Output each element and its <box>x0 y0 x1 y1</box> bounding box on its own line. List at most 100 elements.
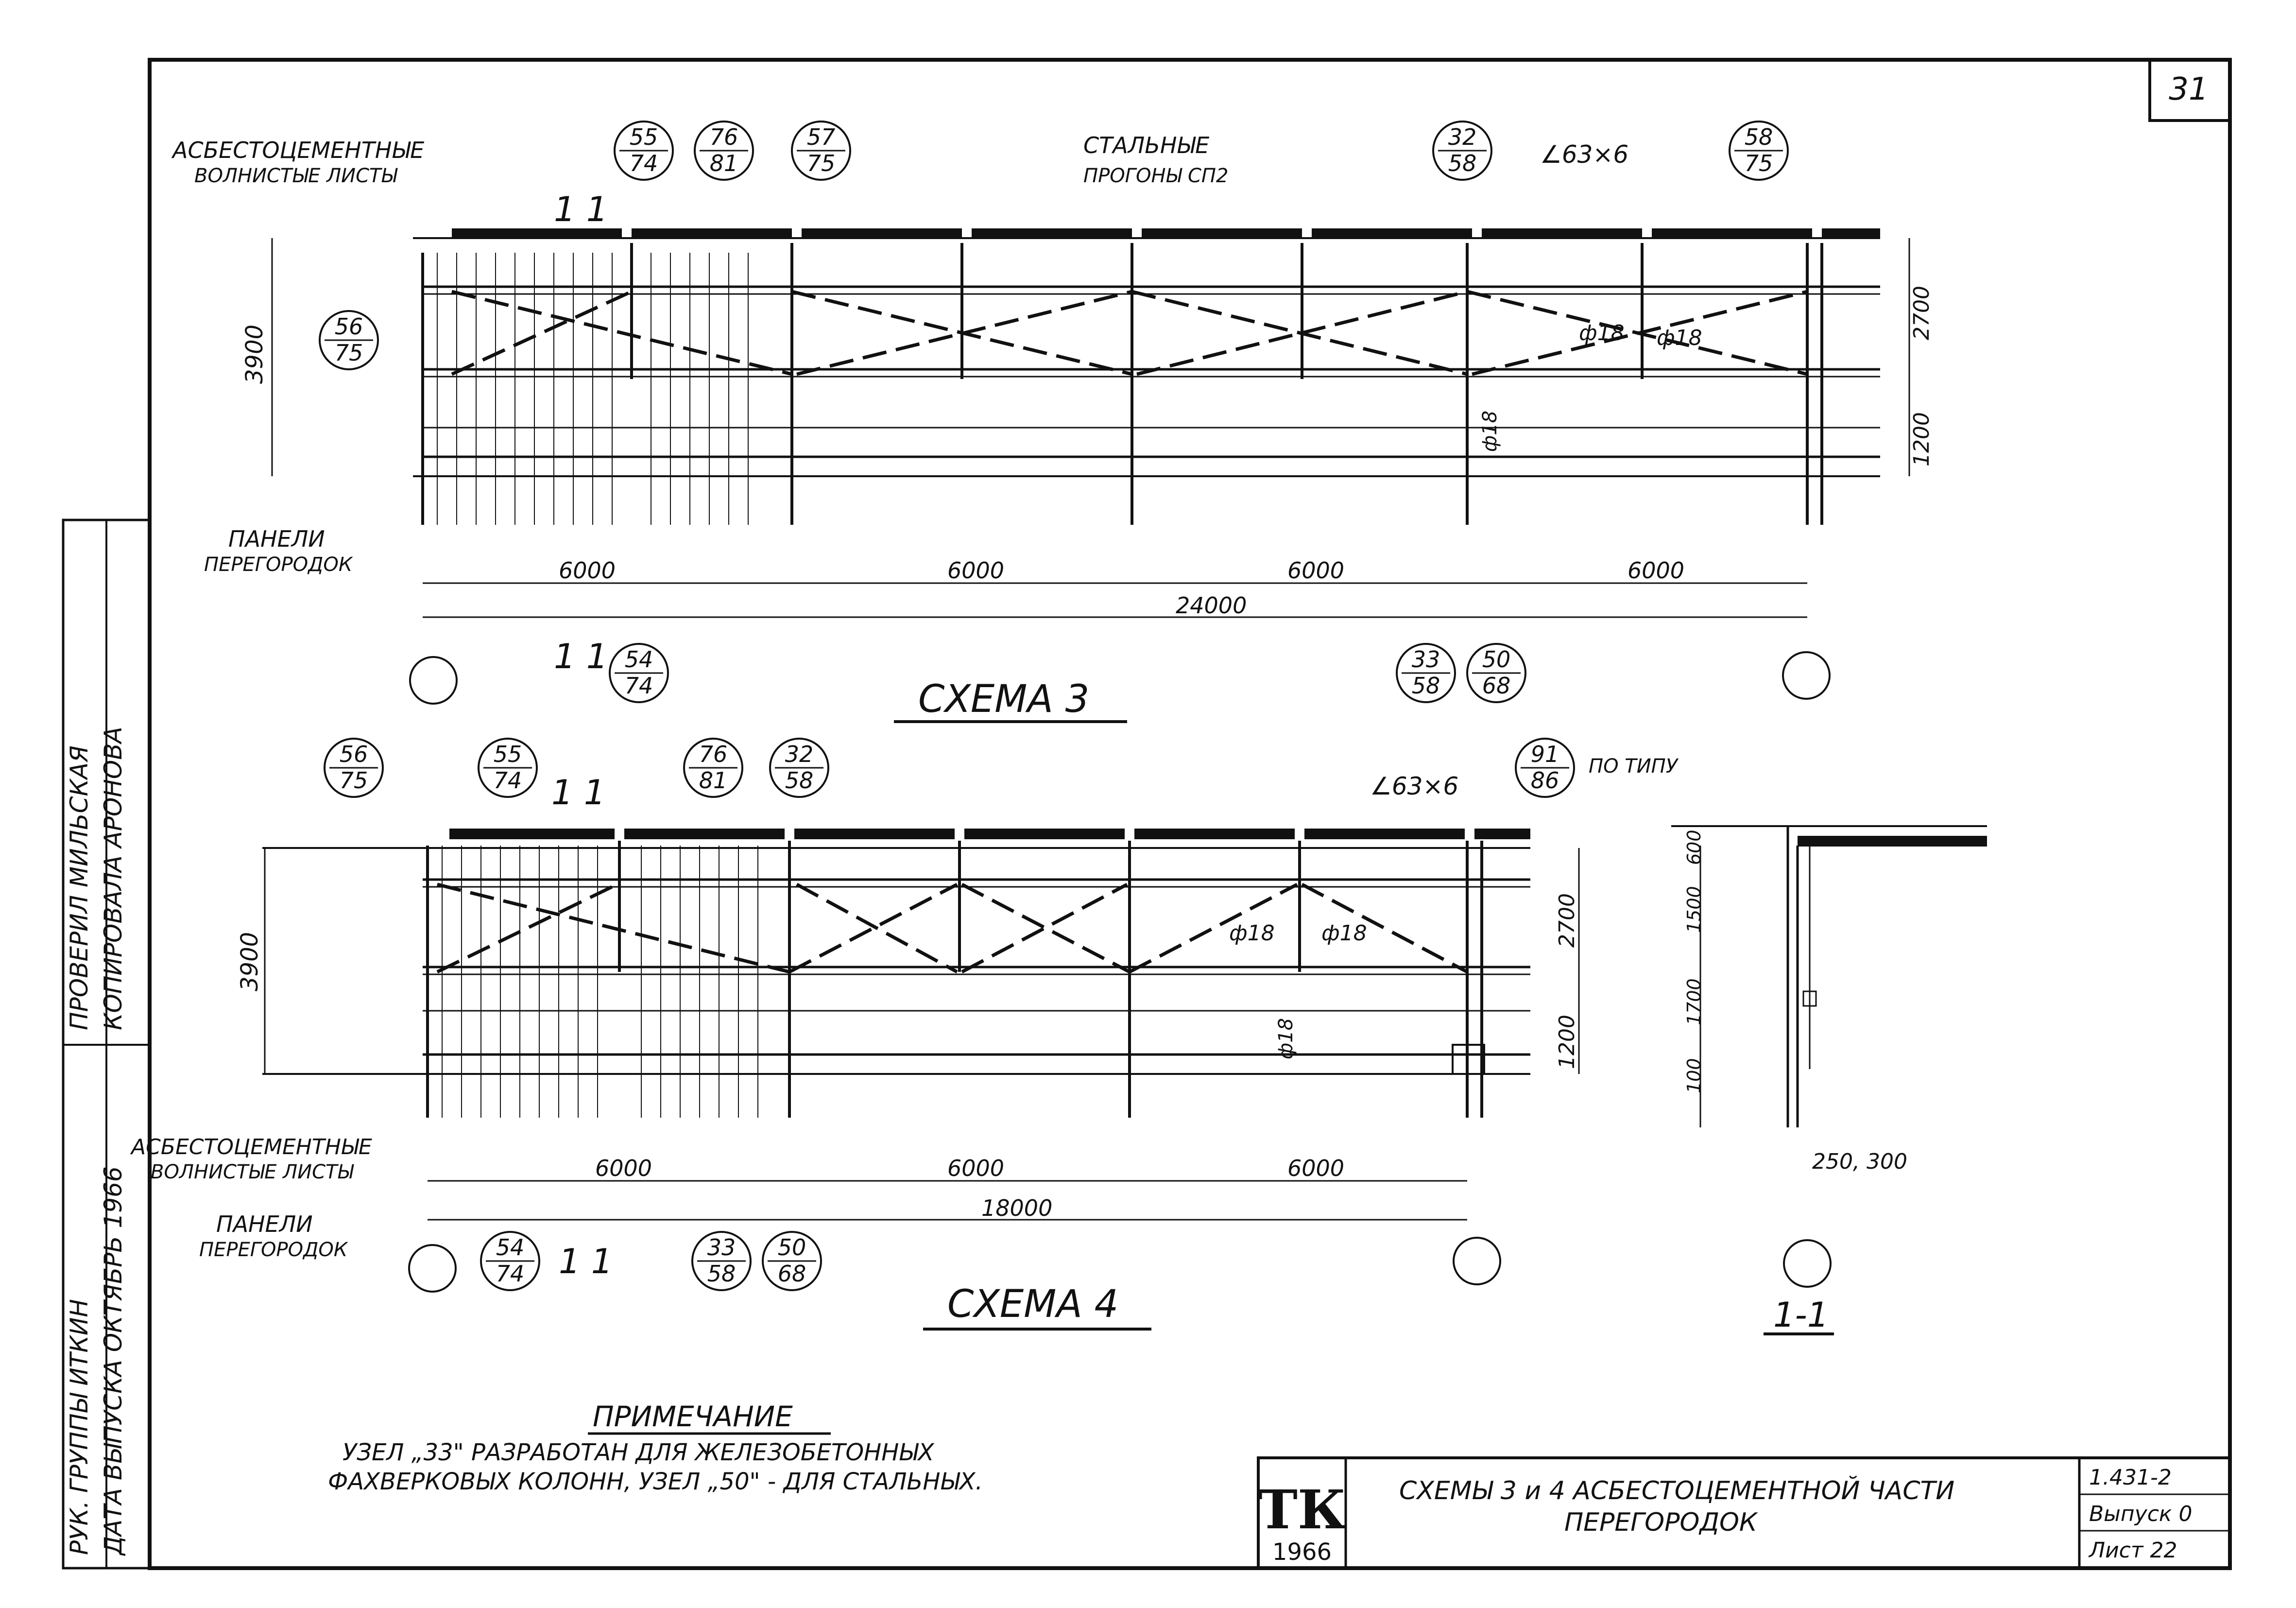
s3-sheets-label-1: АСБЕСТОЦЕМЕНТНЫЕ <box>171 137 424 163</box>
s4-axis-right <box>1453 1237 1501 1285</box>
s4-by-type: ПО ТИПУ <box>1589 755 1679 778</box>
s3-span-total: 24000 <box>1176 592 1247 619</box>
s3-dim-height: 3900 <box>241 325 268 384</box>
svg-text:54: 54 <box>496 1234 525 1261</box>
s3-title: СХЕМА 3 <box>918 677 1089 721</box>
s4-dim-height: 3900 <box>236 932 263 991</box>
svg-text:58: 58 <box>785 767 814 794</box>
svg-text:55: 55 <box>630 124 658 150</box>
svg-text:57: 57 <box>807 124 836 150</box>
s4-span-1: 6000 <box>595 1155 652 1181</box>
svg-text:58: 58 <box>1448 150 1477 176</box>
s3-span-1: 6000 <box>559 557 616 584</box>
svg-text:81: 81 <box>710 150 738 176</box>
note-heading: ПРИМЕЧАНИЕ <box>593 1400 793 1433</box>
svg-text:58: 58 <box>1412 673 1440 699</box>
series-code: 1.431-2 <box>2089 1465 2172 1490</box>
s4-sheets-label-1: АСБЕСТОЦЕМЕНТНЫЕ <box>130 1135 372 1159</box>
svg-text:74: 74 <box>496 1261 525 1287</box>
title-line-1: СХЕМЫ 3 и 4 АСБЕСТОЦЕМЕНТНОЙ ЧАСТИ <box>1399 1476 1954 1505</box>
section-dim-600: 600 <box>1683 830 1705 865</box>
svg-text:75: 75 <box>1745 150 1773 176</box>
page-number: 31 <box>2169 71 2208 107</box>
asbestos-sheets-hatch <box>437 253 749 525</box>
stamp-year: 1966 <box>1272 1539 1332 1566</box>
svg-text:56: 56 <box>340 741 368 767</box>
s3-rod-c: ф18 <box>1479 411 1501 452</box>
svg-text:74: 74 <box>630 150 658 176</box>
svg-text:50: 50 <box>1482 646 1511 673</box>
section-axis <box>1783 1239 1832 1288</box>
s4-angle-label: ∠63×6 <box>1370 772 1458 800</box>
title-line-2: ПЕРЕГОРОДОК <box>1564 1508 1758 1537</box>
s3-span-3: 6000 <box>1287 557 1344 584</box>
asbestos-sheets-hatch-4 <box>442 846 758 1118</box>
note-line-1: УЗЕЛ „33" РАЗРАБОТАН ДЛЯ ЖЕЛЕЗОБЕТОННЫХ <box>343 1439 935 1466</box>
svg-text:32: 32 <box>1448 124 1477 150</box>
scheme-3: 3900 2700 1200 6000 6000 6000 6000 24000… <box>171 121 1934 723</box>
s4-title: СХЕМА 4 <box>947 1282 1118 1326</box>
s4-dim-upper: 2700 <box>1555 893 1579 948</box>
s3-rod-b: ф18 <box>1657 326 1702 350</box>
s3-dim-lower: 1200 <box>1909 412 1934 467</box>
s3-sheets-label-2: ВОЛНИСТЫЕ ЛИСТЫ <box>194 165 398 187</box>
svg-text:91: 91 <box>1531 741 1559 767</box>
s4-section-bottom: 1 1 <box>559 1242 613 1281</box>
svg-text:50: 50 <box>778 1234 806 1261</box>
svg-text:74: 74 <box>625 673 653 699</box>
bracing <box>451 290 1808 376</box>
s3-purlins-label-2: ПРОГОНЫ СП2 <box>1083 165 1228 187</box>
s3-section-top: 1 1 <box>554 190 608 229</box>
columns <box>421 243 1823 525</box>
svg-text:74: 74 <box>494 767 522 794</box>
svg-text:58: 58 <box>707 1261 736 1287</box>
section-dim-1500: 1500 <box>1683 886 1705 933</box>
columns-4 <box>426 841 1483 1118</box>
svg-text:81: 81 <box>699 767 728 794</box>
roof-slabs <box>452 228 1880 239</box>
section-dim-100: 100 <box>1683 1058 1705 1093</box>
svg-text:76: 76 <box>710 124 738 150</box>
svg-text:68: 68 <box>1482 673 1511 699</box>
s3-section-bottom: 1 1 <box>554 637 608 676</box>
svg-text:86: 86 <box>1531 767 1559 794</box>
s4-section-top: 1 1 <box>551 773 605 813</box>
side-stamp-col2-b: КОПИРОВАЛА АРОНОВА <box>99 726 127 1030</box>
stamp-tk: ТК <box>1258 1478 1346 1541</box>
s4-rod-b: ф18 <box>1321 921 1367 946</box>
s3-panels-label-1: ПАНЕЛИ <box>228 526 325 552</box>
s4-span-3: 6000 <box>1287 1155 1344 1181</box>
svg-text:75: 75 <box>335 340 363 366</box>
svg-text:76: 76 <box>699 741 728 767</box>
s4-panels-label-2: ПЕРЕГОРОДОК <box>199 1239 348 1261</box>
s4-span-2: 6000 <box>947 1155 1004 1181</box>
s3-rod-a: ф18 <box>1579 321 1625 346</box>
s3-axis-right <box>1782 651 1831 700</box>
svg-text:33: 33 <box>1412 646 1440 673</box>
s3-span-4: 6000 <box>1628 557 1684 584</box>
s3-dim-upper: 2700 <box>1909 286 1934 340</box>
section-1-1: 600 1500 1700 100 250, 300 1-1 <box>1671 825 1987 1335</box>
s4-span-total: 18000 <box>981 1195 1052 1221</box>
side-stamp-col1-b: ДАТА ВЫПУСКА ОКТЯБРЬ 1966 <box>99 1166 127 1556</box>
svg-text:58: 58 <box>1745 124 1773 150</box>
section-title: 1-1 <box>1773 1295 1829 1335</box>
s3-panels-label-2: ПЕРЕГОРОДОК <box>204 553 353 576</box>
side-stamp-col1-a: РУК. ГРУППЫ ИТКИН <box>65 1299 93 1555</box>
page-number-box <box>2148 58 2231 122</box>
svg-text:75: 75 <box>807 150 836 176</box>
section-offset: 250, 300 <box>1812 1149 1907 1174</box>
s3-axis-left <box>409 656 458 705</box>
